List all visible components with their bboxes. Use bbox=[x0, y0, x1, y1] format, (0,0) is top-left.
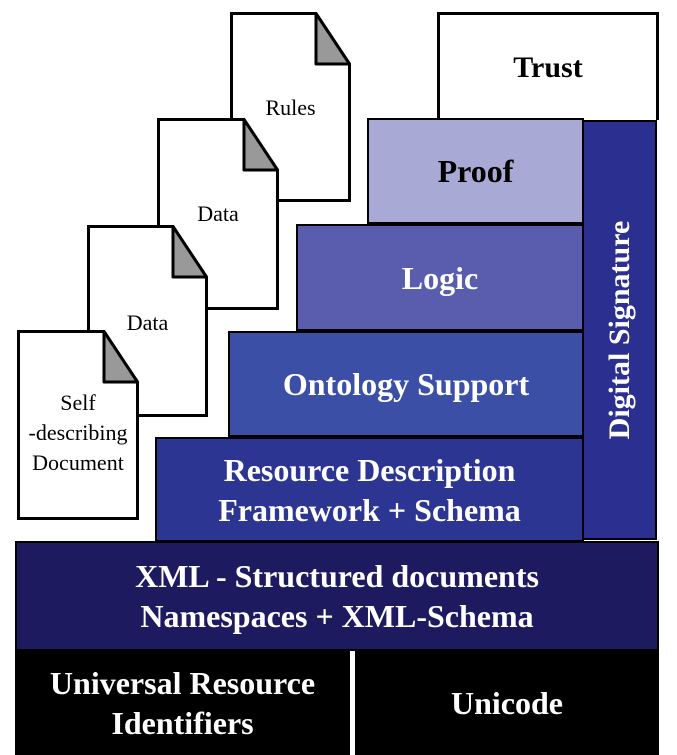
trust-layer: Trust bbox=[437, 12, 659, 120]
ontology-layer: Ontology Support bbox=[228, 331, 584, 437]
unicode-label: Unicode bbox=[451, 685, 563, 721]
logic-label: Logic bbox=[401, 259, 479, 296]
self-describing-label: Self -describing Document bbox=[17, 388, 139, 478]
data-label-lower: Data bbox=[126, 310, 169, 335]
logic-layer: Logic bbox=[296, 224, 584, 331]
proof-layer: Proof bbox=[367, 118, 584, 224]
self-describing-line-2: -describing bbox=[28, 420, 128, 445]
uri-line-1: Universal Resource bbox=[49, 665, 316, 701]
uri-line-2: Identifiers bbox=[111, 705, 254, 741]
digital-signature-layer: Digital Signature bbox=[582, 120, 657, 540]
self-describing-document: Self -describing Document bbox=[17, 330, 139, 520]
rdf-line-1: Resource Description bbox=[223, 451, 516, 488]
self-describing-line-3: Document bbox=[32, 450, 124, 475]
self-describing-line-1: Self bbox=[60, 390, 96, 415]
rdf-line-2: Framework + Schema bbox=[218, 491, 521, 528]
xml-line-1: XML - Structured documents bbox=[135, 558, 539, 594]
uri-layer: Universal Resource Identifiers bbox=[15, 651, 350, 755]
proof-label: Proof bbox=[437, 153, 514, 189]
trust-label: Trust bbox=[513, 50, 583, 84]
base-divider bbox=[350, 651, 355, 755]
xml-layer: XML - Structured documents Namespaces + … bbox=[15, 541, 659, 651]
ontology-label: Ontology Support bbox=[282, 366, 530, 402]
rules-label: Rules bbox=[265, 95, 316, 120]
document-shape bbox=[17, 330, 139, 520]
data-label-upper: Data bbox=[197, 201, 239, 226]
xml-line-2: Namespaces + XML-Schema bbox=[140, 598, 534, 634]
rdf-layer: Resource Description Framework + Schema bbox=[155, 437, 584, 542]
unicode-layer: Unicode bbox=[355, 651, 659, 755]
digital-signature-label: Digital Signature bbox=[602, 220, 636, 440]
